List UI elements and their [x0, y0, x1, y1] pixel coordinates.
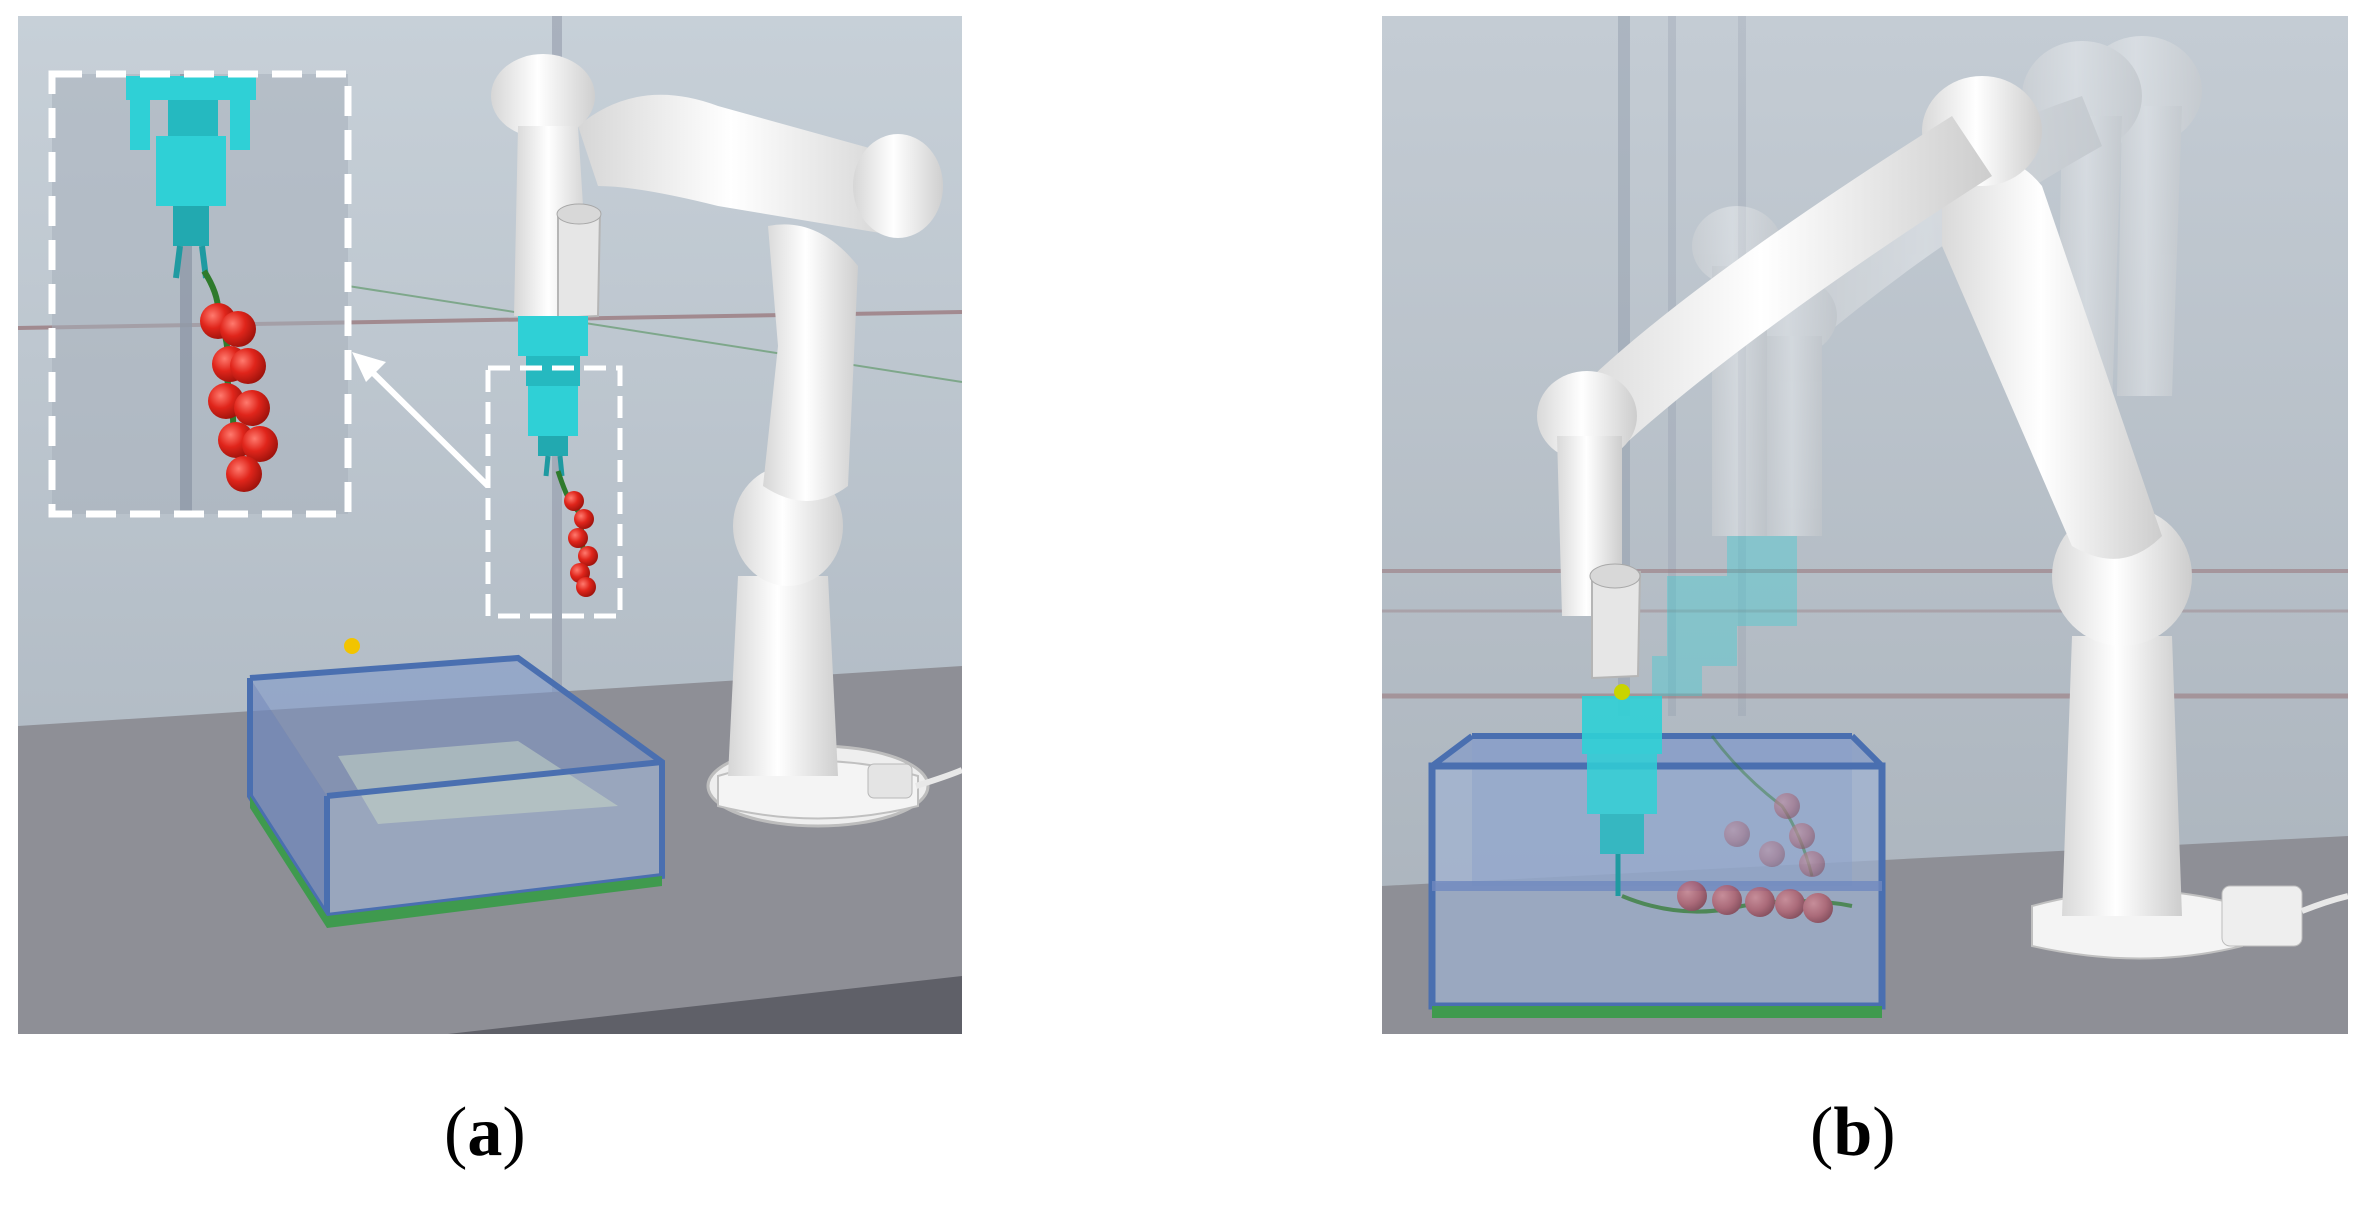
zoom-arrow	[352, 352, 491, 489]
panel-a-render	[18, 16, 962, 1034]
target-marker	[344, 638, 360, 654]
crate	[247, 654, 665, 928]
gripper	[1582, 696, 1662, 896]
panel-b-label-close: )	[1872, 1094, 1896, 1171]
zoom-source-box	[485, 365, 623, 619]
panel-a-scene	[18, 16, 962, 1034]
panel-b-label: (b)	[1810, 1098, 1896, 1168]
panel-b-label-open: (	[1810, 1094, 1834, 1171]
panel-a-label-close: )	[502, 1094, 526, 1171]
panel-a-label-letter: a	[467, 1094, 503, 1171]
panel-b-scene	[1382, 16, 2348, 1034]
panel-a-label-open: (	[444, 1094, 468, 1171]
tomato-truss-trail	[1621, 735, 1853, 923]
gripper	[518, 316, 588, 477]
target-marker	[1614, 684, 1630, 700]
background-line-green	[347, 285, 962, 383]
robot-arm	[1537, 76, 2348, 960]
robot-arm	[491, 54, 962, 828]
panel-b-render	[1382, 16, 2348, 1034]
panel-b-label-letter: b	[1833, 1094, 1873, 1171]
table-front	[448, 976, 962, 1034]
zoom-inset	[48, 70, 352, 518]
panel-a-label: (a)	[444, 1098, 526, 1168]
tomato-truss	[555, 470, 598, 597]
